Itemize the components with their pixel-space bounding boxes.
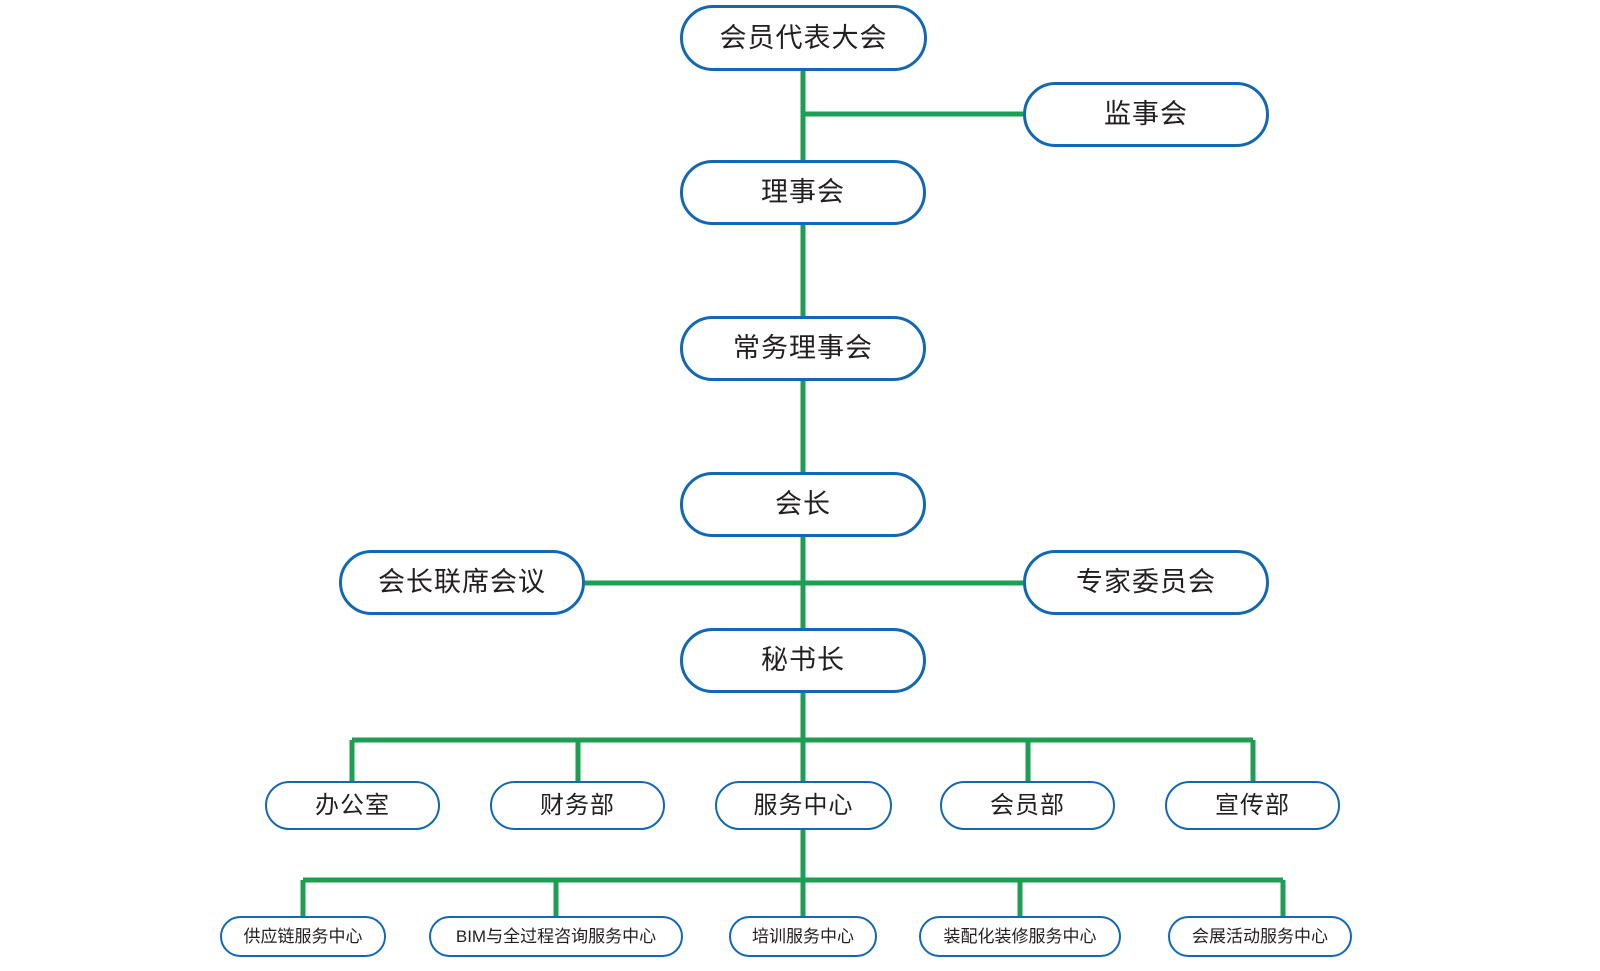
node-label: 办公室 (315, 791, 390, 819)
node-expert-committee[interactable]: 专家委员会 (1023, 550, 1269, 615)
node-label: 会长 (775, 489, 831, 519)
node-supply-chain-service-center[interactable]: 供应链服务中心 (220, 916, 386, 957)
node-label: 宣传部 (1215, 791, 1290, 819)
node-membership-department[interactable]: 会员部 (940, 781, 1115, 830)
node-supervisory-board[interactable]: 监事会 (1023, 82, 1269, 147)
node-standing-council[interactable]: 常务理事会 (680, 316, 926, 381)
node-label: 秘书长 (761, 645, 845, 675)
node-service-center[interactable]: 服务中心 (715, 781, 892, 830)
node-label: 专家委员会 (1076, 567, 1216, 597)
node-council[interactable]: 理事会 (680, 160, 926, 225)
node-finance-department[interactable]: 财务部 (490, 781, 665, 830)
node-label: 常务理事会 (733, 333, 873, 363)
node-bim-consulting-service-center[interactable]: BIM与全过程咨询服务中心 (429, 916, 683, 957)
node-label: 财务部 (540, 791, 615, 819)
node-label: 会展活动服务中心 (1192, 927, 1328, 946)
node-publicity-department[interactable]: 宣传部 (1165, 781, 1340, 830)
node-office[interactable]: 办公室 (265, 781, 440, 830)
node-prefab-decoration-service-center[interactable]: 装配化装修服务中心 (919, 916, 1121, 957)
node-exhibition-event-service-center[interactable]: 会展活动服务中心 (1168, 916, 1352, 957)
node-label: BIM与全过程咨询服务中心 (455, 927, 657, 946)
node-label: 装配化装修服务中心 (943, 927, 1097, 946)
node-label: 理事会 (761, 177, 845, 207)
node-label: 服务中心 (753, 791, 854, 819)
node-label: 培训服务中心 (752, 927, 854, 946)
node-label: 会员部 (990, 791, 1065, 819)
node-president[interactable]: 会长 (680, 472, 926, 537)
node-label: 监事会 (1104, 99, 1188, 129)
node-label: 会长联席会议 (378, 567, 546, 597)
node-members-assembly[interactable]: 会员代表大会 (680, 5, 927, 71)
node-training-service-center[interactable]: 培训服务中心 (729, 916, 877, 957)
node-secretary-general[interactable]: 秘书长 (680, 628, 926, 693)
node-president-joint-meeting[interactable]: 会长联席会议 (339, 550, 585, 615)
node-label: 供应链服务中心 (243, 927, 363, 946)
node-label: 会员代表大会 (719, 22, 888, 53)
